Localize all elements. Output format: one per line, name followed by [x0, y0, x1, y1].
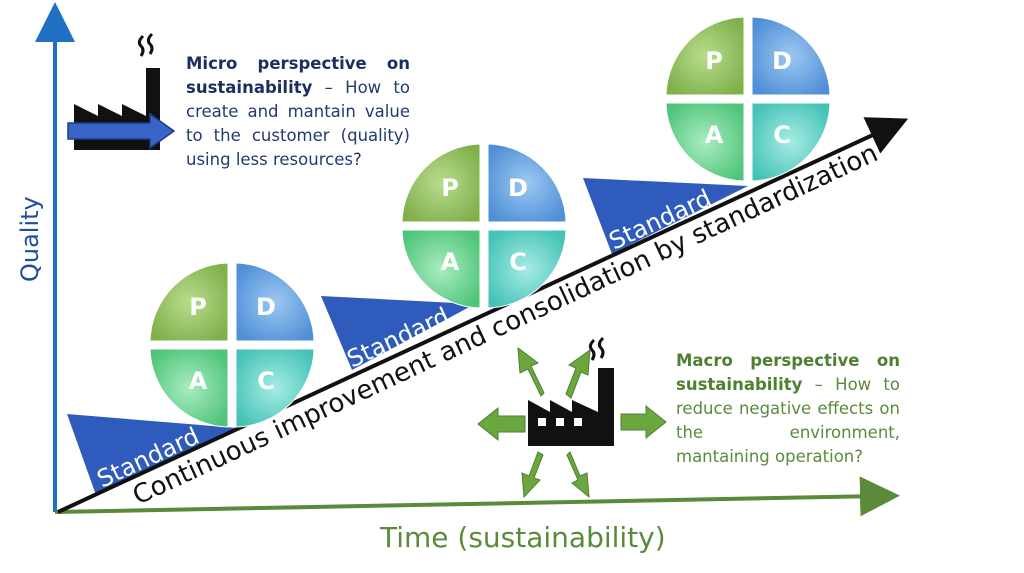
pdca-do-segment — [487, 143, 567, 223]
pdca-act-segment — [149, 348, 229, 428]
x-axis — [54, 476, 900, 517]
pdca-check-segment — [235, 348, 315, 428]
y-axis-label: Quality — [16, 196, 44, 282]
micro-flow-arrow — [67, 112, 176, 150]
pdca-letter-do: D — [772, 47, 792, 75]
pdca-plan-segment — [149, 262, 229, 342]
factory-icon — [528, 336, 614, 446]
standard-wedge-2 — [321, 296, 475, 370]
pdca-do-segment — [751, 16, 831, 96]
micro-perspective-note: Micro perspective on sustainability – Ho… — [186, 52, 410, 172]
factory-icon — [67, 32, 176, 150]
pdca-letter-act: A — [441, 248, 460, 276]
pdca-check-segment — [751, 102, 831, 182]
standard-wedge-1 — [67, 414, 237, 495]
standard-wedge-3 — [583, 178, 748, 254]
macro-perspective-note: Macro perspective on sustainability – Ho… — [676, 349, 900, 469]
pdca-letter-plan: P — [705, 47, 723, 75]
macro-perspective-body: – How to reduce negative effects on the … — [676, 375, 900, 466]
pdca-act-segment — [665, 102, 745, 182]
pdca-wheel-2: P D A C — [401, 143, 567, 309]
improvement-arrow — [57, 117, 909, 514]
micro-perspective-title: Micro perspective on sustainability — [186, 54, 410, 97]
arrow-right-icon — [620, 404, 667, 440]
arrow-left-icon — [477, 406, 526, 442]
x-axis-label: Time (sustainability) — [379, 521, 666, 554]
arrow-down-left-icon — [521, 451, 544, 499]
arrow-down-right-icon — [566, 451, 590, 499]
pdca-letter-check: C — [773, 121, 791, 149]
arrow-up-right-icon — [565, 348, 591, 399]
pdca-letter-plan: P — [189, 293, 207, 321]
pdca-plan-segment — [665, 16, 745, 96]
pdca-letter-check: C — [509, 248, 527, 276]
micro-perspective-body: – How to create and mantain value to the… — [186, 78, 410, 169]
pdca-letter-do: D — [508, 174, 528, 202]
pdca-act-segment — [401, 229, 481, 309]
pdca-letter-act: A — [189, 367, 208, 395]
environment-impact-arrows — [477, 346, 667, 499]
pdca-letter-act: A — [705, 121, 724, 149]
pdca-letter-check: C — [257, 367, 275, 395]
macro-perspective-title: Macro perspective on sustainability — [676, 351, 900, 394]
pdca-plan-segment — [401, 143, 481, 223]
arrow-up-left-icon — [517, 346, 545, 397]
pdca-letter-plan: P — [441, 174, 459, 202]
pdca-wheel-1: P D A C — [149, 262, 315, 428]
pdca-do-segment — [235, 262, 315, 342]
pdca-letter-do: D — [256, 293, 276, 321]
pdca-wheel-3: P D A C — [665, 16, 831, 182]
pdca-check-segment — [487, 229, 567, 309]
